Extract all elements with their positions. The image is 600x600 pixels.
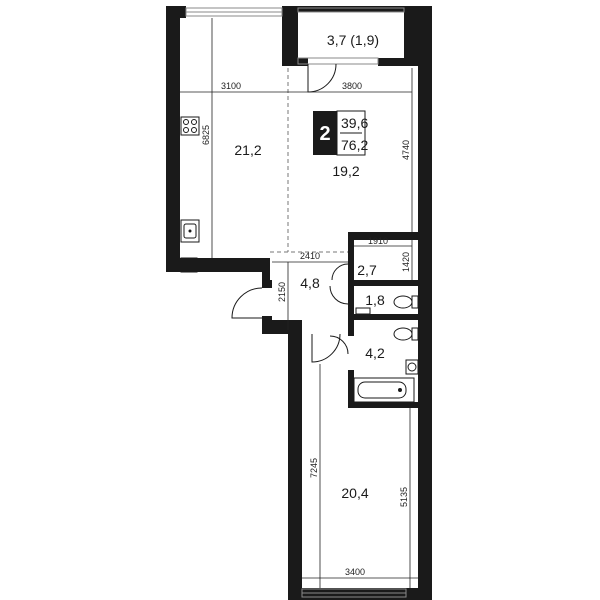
fixtures <box>180 116 419 403</box>
doors <box>231 63 349 363</box>
wall-storage-top <box>348 232 418 240</box>
wall-bottom <box>288 588 432 600</box>
wall-balcony-top <box>282 6 418 12</box>
dimension-labels: 3100 3800 6825 4740 1910 1420 2410 2150 … <box>201 81 411 577</box>
room-storage-area: 2,7 <box>357 262 377 278</box>
fridge-icon <box>180 257 198 273</box>
dim-living-width: 3800 <box>342 81 362 91</box>
toilet-icon <box>393 295 419 309</box>
area-badge: 2 39,6 76,2 <box>313 110 368 156</box>
total-area: 76,2 <box>341 137 368 153</box>
door-bath <box>329 335 349 355</box>
wall-bedroom-left <box>288 330 302 600</box>
door-wc <box>329 285 349 305</box>
dim-kitchen-width: 3100 <box>221 81 241 91</box>
wall-balcony-right <box>404 6 418 66</box>
living-area: 39,6 <box>341 115 368 131</box>
dimension-lines <box>180 18 418 588</box>
rooms-count-box <box>313 111 337 155</box>
washbasin-icon <box>355 307 371 315</box>
room-balcony-area: 3,7 (1,9) <box>327 32 379 48</box>
wall-balcony-bottom-right <box>378 58 418 66</box>
windows <box>185 7 407 598</box>
door-balcony <box>307 63 337 93</box>
room-wc-area: 1,8 <box>365 292 385 308</box>
dim-storage-height: 1420 <box>401 252 411 272</box>
dim-hall-width: 2410 <box>300 251 320 261</box>
room-kitchen-area: 21,2 <box>234 142 261 158</box>
wall-top-left <box>166 6 186 18</box>
wall-balcony-bottom-left <box>298 58 308 66</box>
toilet-bath-icon <box>393 327 419 341</box>
wall-kitchen-bottom <box>166 258 262 272</box>
washing-machine-icon <box>405 359 419 375</box>
window-balcony-door <box>297 57 379 65</box>
zone-lines <box>270 68 348 253</box>
door-entrance <box>231 287 263 319</box>
room-areas: 3,7 (1,9) 21,2 19,2 2,7 4,8 1,8 4,2 20,4 <box>234 32 385 501</box>
wall-bath-left-top <box>348 320 354 336</box>
wall-storage-bottom <box>348 280 418 286</box>
wall-balcony-left <box>282 6 298 66</box>
sink-icon <box>180 219 200 243</box>
room-bath-area: 4,2 <box>365 345 385 361</box>
dim-bedroom-width: 3400 <box>345 567 365 577</box>
wall-wc-bottom <box>348 314 418 320</box>
rooms-count: 2 <box>319 123 330 145</box>
dim-storage-width: 1910 <box>368 236 388 246</box>
wall-storage-left <box>348 232 354 284</box>
window-balcony <box>297 7 405 13</box>
bathtub-icon <box>353 377 415 403</box>
dim-living-height: 4740 <box>401 140 411 160</box>
wall-bath-bottom <box>348 402 418 408</box>
dim-bedroom-inner-height: 5135 <box>399 487 409 507</box>
dim-hall-height: 2150 <box>277 282 287 302</box>
wall-right <box>418 6 432 600</box>
door-bedroom <box>311 333 341 363</box>
wall-hall-bottom-left <box>262 320 302 334</box>
stove-icon <box>180 116 200 136</box>
door-storage <box>331 263 349 281</box>
dim-bedroom-height: 7245 <box>309 458 319 478</box>
wall-wc-left <box>348 286 354 318</box>
room-bedroom-area: 20,4 <box>341 485 368 501</box>
room-living-area: 19,2 <box>332 163 359 179</box>
wall-hall-step <box>262 258 270 286</box>
wall-left-kitchen <box>166 6 180 271</box>
room-hall-area: 4,8 <box>300 275 320 291</box>
wall-bath-left-bottom <box>348 370 354 408</box>
walls <box>166 6 432 600</box>
dim-kitchen-height: 6825 <box>201 125 211 145</box>
wall-hall-step2 <box>262 280 272 288</box>
